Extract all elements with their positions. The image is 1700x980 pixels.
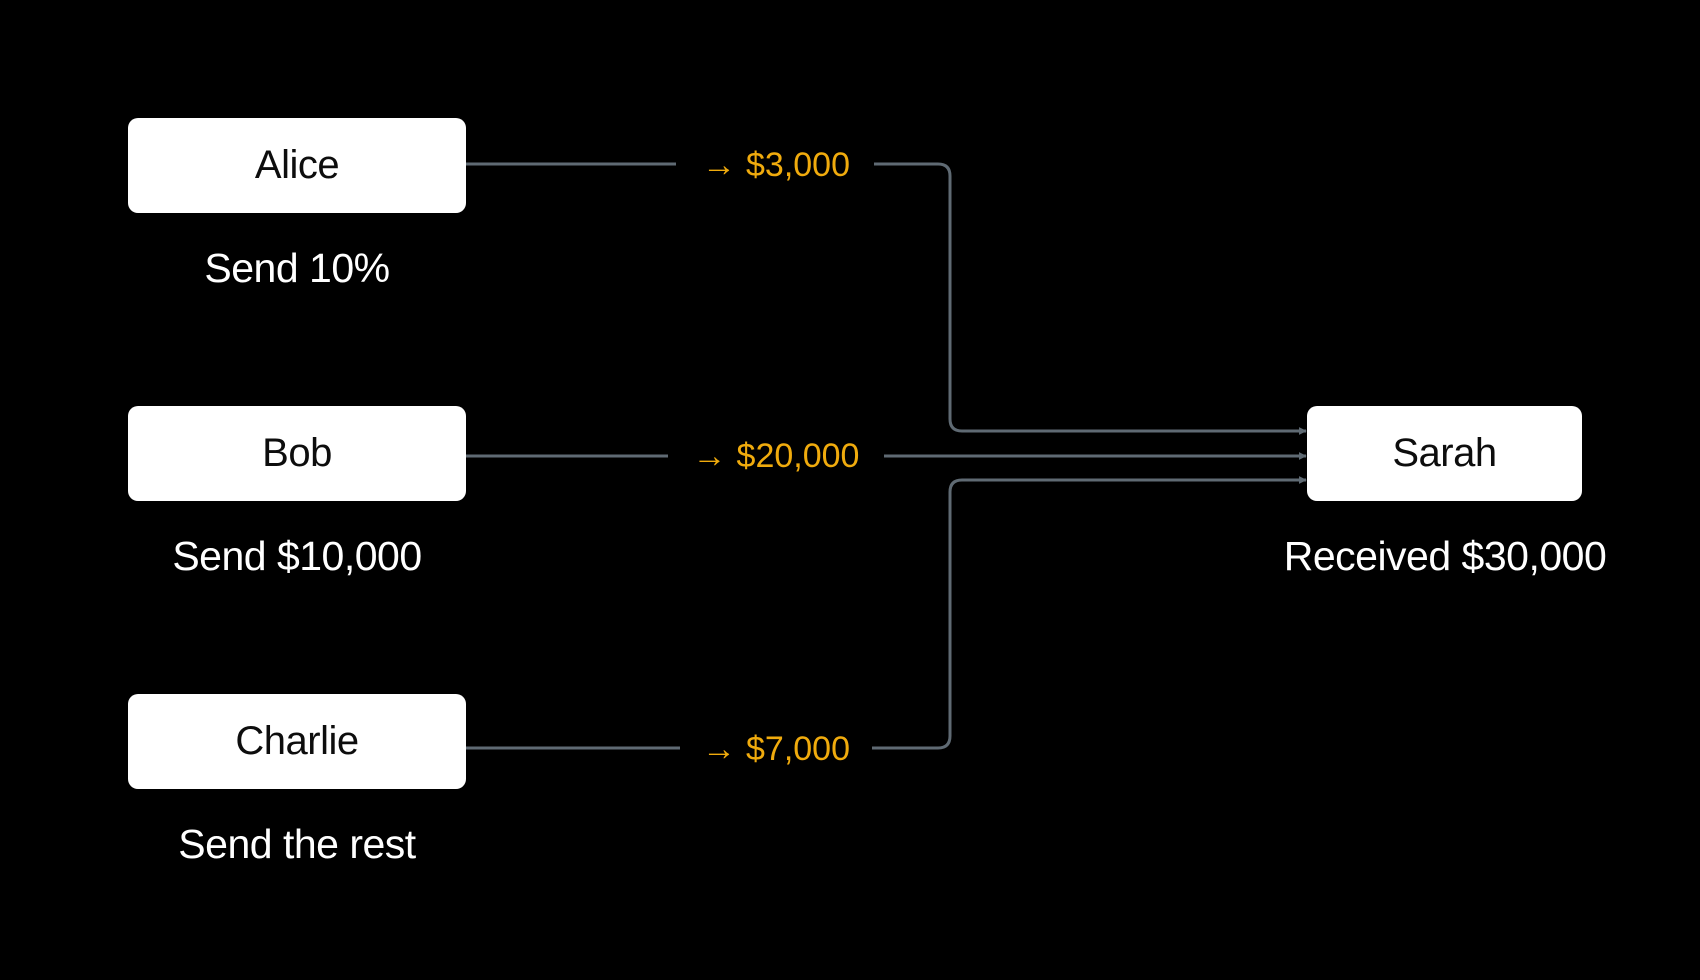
node-sarah: Sarah xyxy=(1307,406,1582,501)
caption-alice: Send 10% xyxy=(204,245,390,291)
right-arrow-icon: → xyxy=(692,436,727,475)
connector-alice-sarah xyxy=(466,162,1306,431)
node-label: Bob xyxy=(262,431,332,475)
flow-amount-bob: → $20,000 xyxy=(666,434,886,478)
right-arrow-icon: → xyxy=(702,145,736,184)
flow-amount-alice: → $3,000 xyxy=(666,143,886,187)
caption-bob: Send $10,000 xyxy=(172,533,422,579)
flow-amount-value: $20,000 xyxy=(736,436,860,475)
caption-sarah: Received $30,000 xyxy=(1283,533,1607,579)
node-bob: Bob xyxy=(128,406,466,501)
node-charlie: Charlie xyxy=(128,694,466,789)
node-label: Alice xyxy=(254,143,340,187)
connector-charlie-sarah xyxy=(466,480,1306,750)
flow-amount-charlie: → $7,000 xyxy=(666,727,886,771)
flow-amount-value: $3,000 xyxy=(746,145,850,184)
caption-charlie: Send the rest xyxy=(178,821,416,867)
node-label: Charlie xyxy=(235,719,359,763)
flow-amount-value: $7,000 xyxy=(746,729,850,768)
node-alice: Alice xyxy=(128,118,466,213)
node-label: Sarah xyxy=(1392,431,1497,475)
right-arrow-icon: → xyxy=(702,729,736,768)
